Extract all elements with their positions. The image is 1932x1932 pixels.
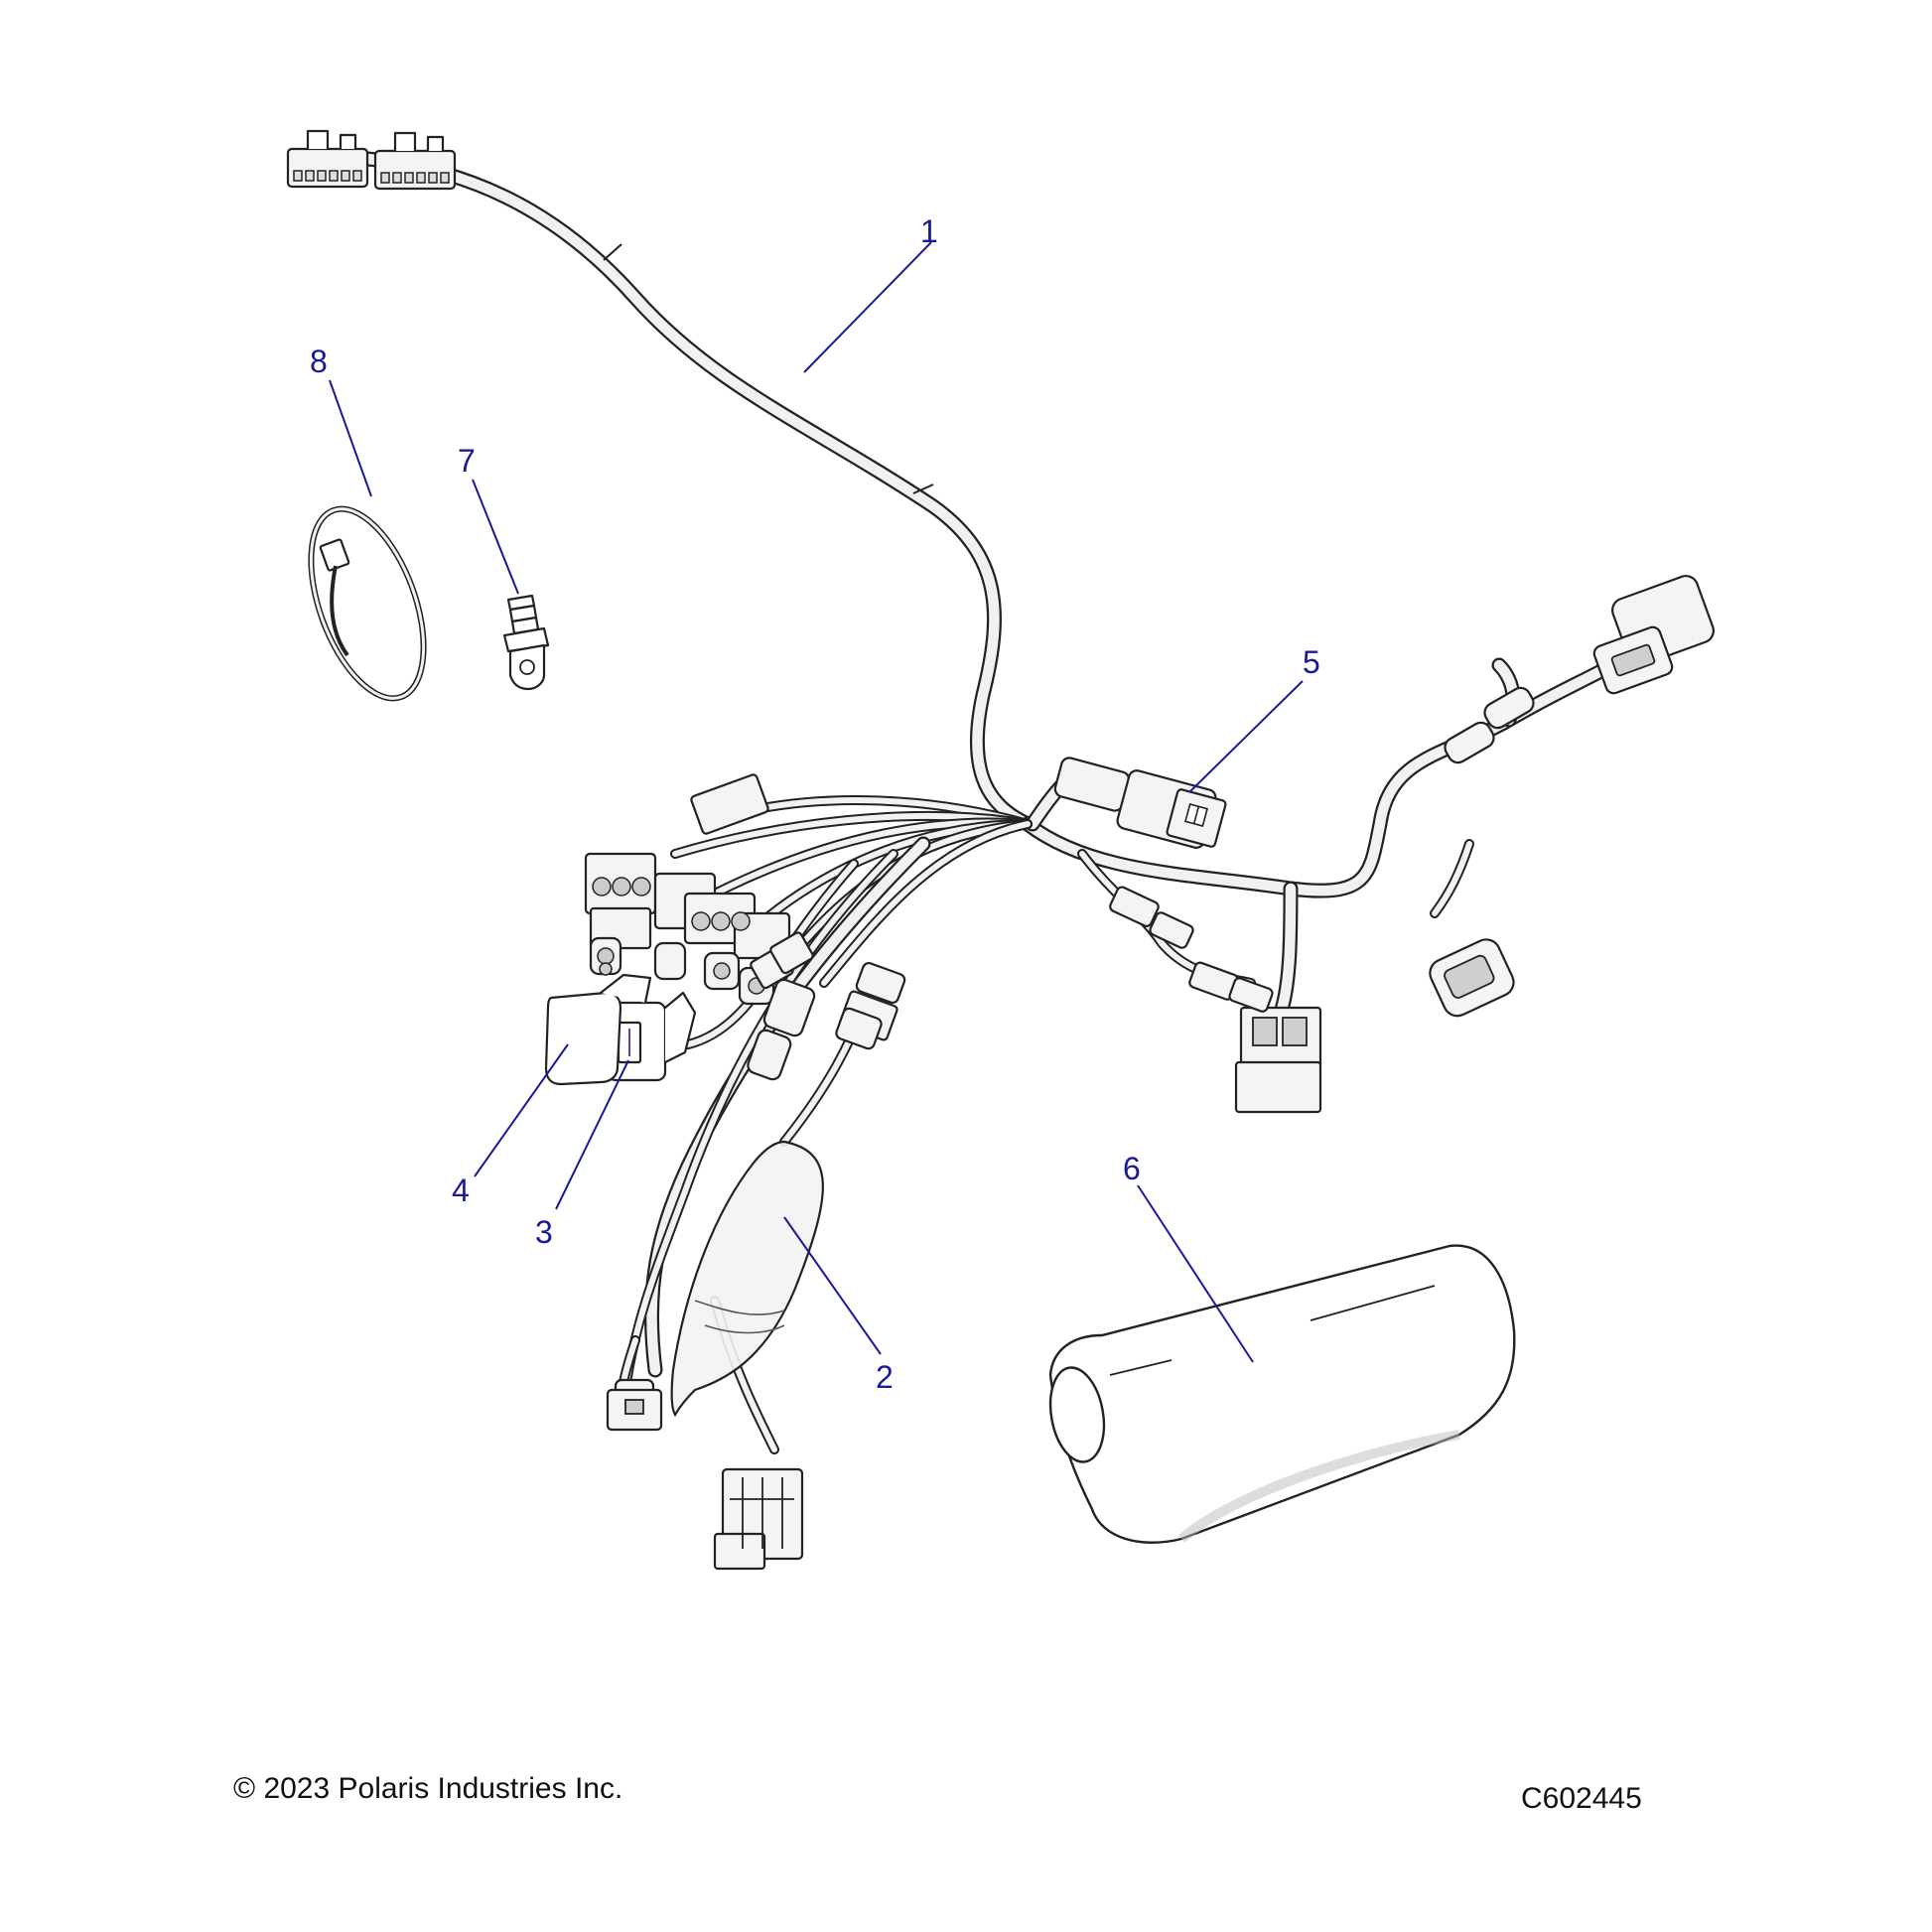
callout-7: 7 <box>458 443 476 479</box>
callout-labels: 1 2 3 4 5 6 7 8 <box>310 213 1320 1395</box>
callout-3: 3 <box>535 1214 553 1250</box>
callout-2: 2 <box>876 1359 894 1395</box>
callout-4: 4 <box>452 1173 470 1208</box>
callout-5: 5 <box>1303 644 1320 680</box>
callout-8: 8 <box>310 344 328 379</box>
inline-capsule <box>670 961 906 1418</box>
left-connector-cluster <box>584 773 814 1006</box>
callout-6: 6 <box>1123 1151 1141 1186</box>
connector-cover-3 <box>606 991 697 1082</box>
right-small-connector <box>1483 686 1535 730</box>
cable-tie <box>308 505 427 702</box>
copyright-notice: © 2023 Polaris Industries Inc. <box>233 1772 623 1805</box>
push-in-fastener <box>502 594 550 691</box>
connector-5 <box>1053 757 1227 849</box>
connector-cover-4 <box>544 973 652 1086</box>
main-wire-harness <box>286 129 1715 1571</box>
conduit-sleeve <box>1048 1244 1516 1544</box>
callout-1: 1 <box>920 213 938 249</box>
leader-lines <box>329 241 1304 1363</box>
figure-id: C602445 <box>1521 1782 1642 1815</box>
